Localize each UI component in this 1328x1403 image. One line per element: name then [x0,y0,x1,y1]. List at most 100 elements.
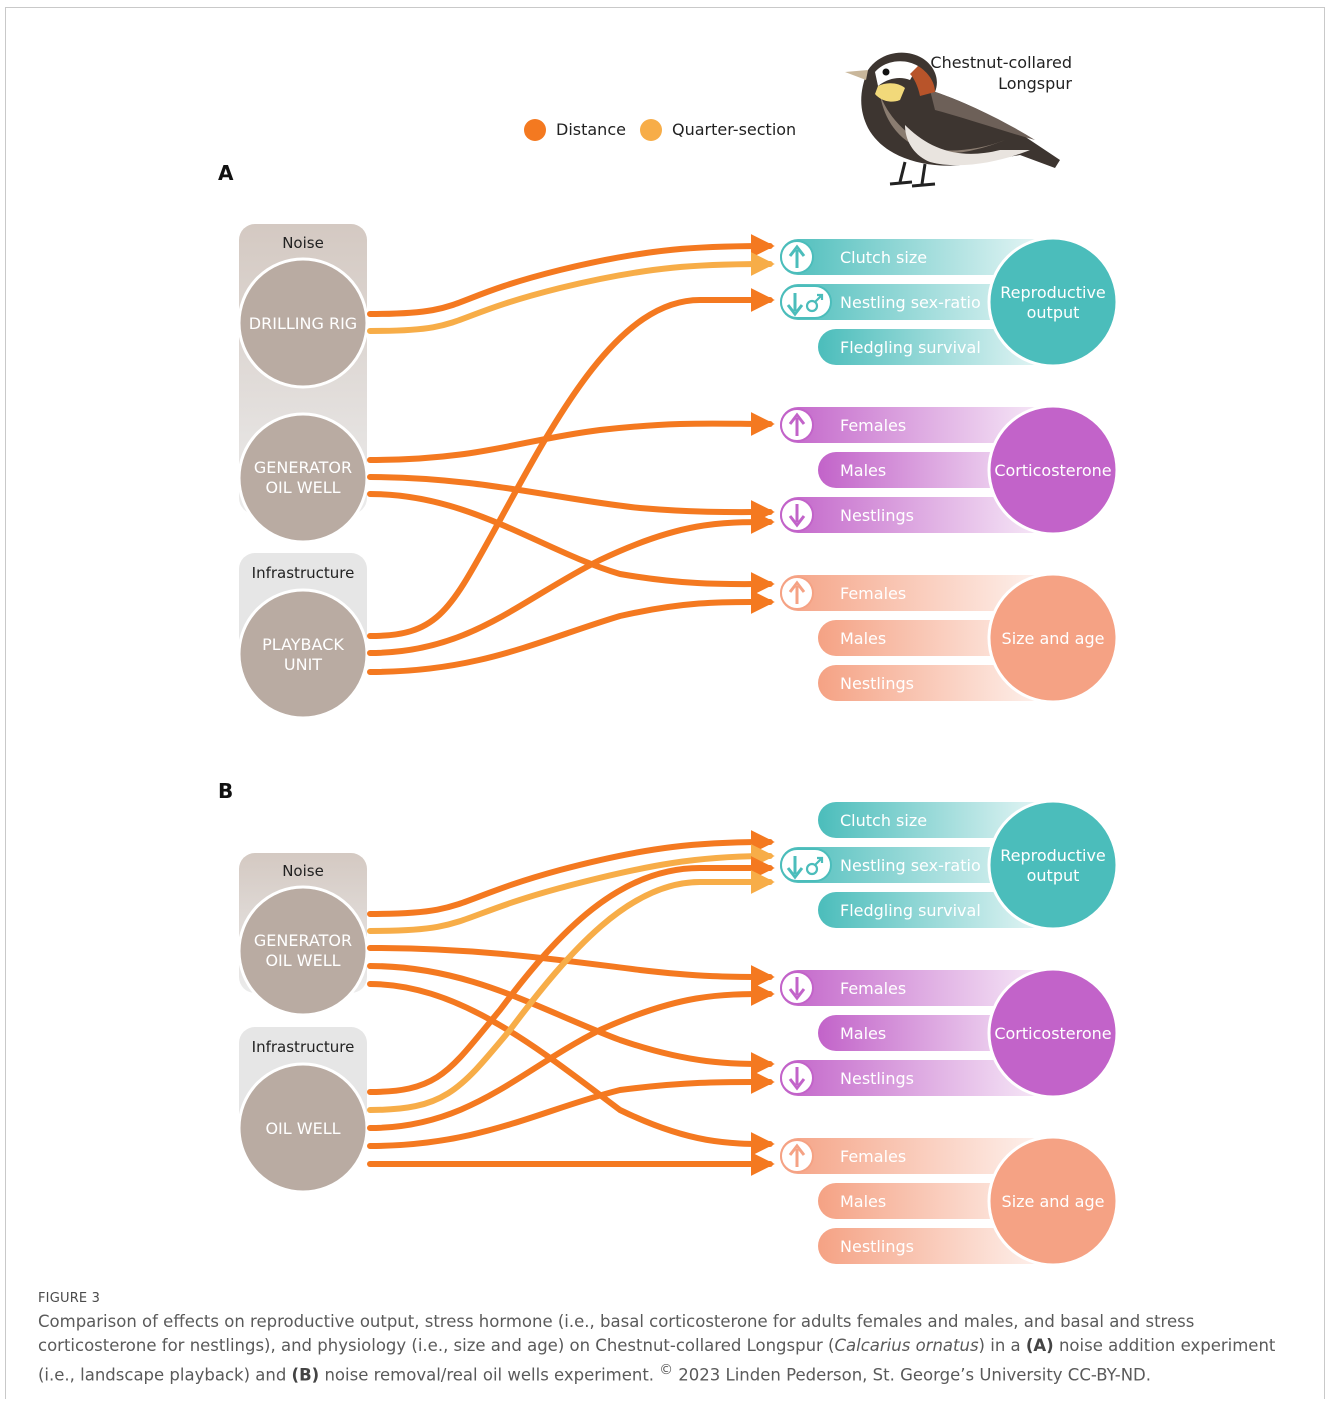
down-arrow-icon [786,293,804,317]
b-item-fledgling-survival [818,892,1050,928]
b-item-clutch-size-label: Clutch size [840,811,927,830]
b-corticosterone-circle [987,967,1119,1099]
panel-a-infrastructure-label: Infrastructure [252,564,355,582]
panel-a-flows [367,234,775,675]
a-item-clutch-size-label: Clutch size [840,248,927,267]
b-size-males-label: Males [840,1192,886,1211]
b-reproductive-output-circle [987,799,1119,931]
caption-a-label: (A) [1025,1336,1054,1355]
a-size-males-label: Males [840,629,886,648]
b-item-fledgling-survival-label: Fledgling survival [840,901,981,920]
panel-a-letter: A [218,161,234,185]
panel-b-generator-label-line2: OIL WELL [265,951,340,970]
a-cort-males-label: Males [840,461,886,480]
up-arrow-icon [788,244,806,268]
b-size-age-title: Size and age [1002,1192,1105,1211]
a-reproductive-title-line1: Reproductive [1000,283,1106,302]
flow-a-drilling-clutch-quarter [367,252,775,334]
flow-a-generator-cort-females [367,411,775,463]
flow-a-playback-cort-nestlings [367,510,775,656]
panel-b-infrastructure-label: Infrastructure [252,1038,355,1056]
panel-b-corticosterone-group: Females Males Nestlings Corticosterone [780,967,1119,1099]
panel-a-generator-oil-well-circle [237,412,369,544]
a-item-fledgling-survival [818,329,1050,365]
panel-a-drilling-rig-label: DRILLING RIG [249,314,357,333]
panel-b-generator-label-line1: GENERATOR [254,931,352,950]
figure-label: FIGURE 3 [38,1291,101,1306]
a-size-females [780,575,1050,611]
flow-a-playback-size-females [367,589,775,675]
legend-quarter-section-swatch [640,119,662,141]
a-item-nestling-sex-ratio [780,284,1050,320]
a-size-nestlings [818,665,1050,701]
caption-species: Calcarius ornatus [834,1336,979,1355]
flow-b-oilwell-cort-nestlings [367,1069,775,1149]
flow-b-generator-clutch-quarter [367,844,775,934]
panel-b-reproductive-group: Clutch size Nestling sex-ratio Fledgling… [780,799,1119,931]
b-sexratio-down-male-icon [780,848,832,882]
bird-label-line1: Chestnut-collared [930,53,1072,72]
caption-copyright-symbol: © [659,1362,674,1378]
panel-a-drilling-rig-circle [237,257,369,389]
b-size-nestlings-label: Nestlings [840,1237,914,1256]
panel-a-corticosterone-group: Females Males Nestlings Corticosterone [780,404,1119,536]
a-size-females-label: Females [840,584,906,603]
b-item-nestling-sex-ratio [780,847,1050,883]
panel-b-size-age-group: Females Males Nestlings Size and age [780,1135,1119,1267]
caption-text-3: noise addition experiment (i.e., landsca… [38,1336,1276,1385]
b-cort-females [780,970,1050,1006]
b-reproductive-title-line2: output [1027,866,1080,885]
b-cort-females-label: Females [840,979,906,998]
a-corticosterone-title: Corticosterone [994,461,1111,480]
b-cort-males-label: Males [840,1024,886,1043]
a-item-nestling-sex-ratio-label: Nestling sex-ratio [840,293,981,312]
legend-distance-swatch [524,119,546,141]
b-reproductive-title-line1: Reproductive [1000,846,1106,865]
legend-distance-label: Distance [556,120,626,139]
b-size-females-label: Females [840,1147,906,1166]
a-item-clutch-size [780,239,1050,275]
b-size-age-circle [987,1135,1119,1267]
a-cort-nestlings [780,497,1050,533]
a-cort-females [780,407,1050,443]
flow-a-drilling-clutch-distance [367,234,775,317]
flow-b-generator-cort-females [367,945,775,989]
flow-a-playback-sexratio [367,288,775,639]
flow-b-oilwell-cort-females [367,982,775,1131]
flow-b-oilwell-sexratio-quarter [367,870,775,1113]
panel-b-noise-label: Noise [282,862,324,880]
flow-a-generator-cort-nestlings [367,474,775,525]
flow-b-generator-cort-nestlings [367,963,775,1076]
panel-a-size-age-group: Females Males Nestlings Size and age [780,572,1119,704]
b-cort-nestlings-label: Nestlings [840,1069,914,1088]
panel-a-generator-label-line1: GENERATOR [254,458,352,477]
panel-a-playback-unit-circle [237,588,369,720]
panel-a-reproductive-group: Clutch size Nestling sex-ratio Fledgling… [780,236,1119,368]
b-corticosterone-title: Corticosterone [994,1024,1111,1043]
legend: Distance Quarter-section [524,119,796,141]
bird-label-line2: Longspur [998,74,1072,93]
a-sexratio-down-male-icon [780,285,832,319]
bird-illustration [845,52,1060,188]
flow-b-generator-clutch-distance [367,830,775,917]
a-cort-females-label: Females [840,416,906,435]
a-reproductive-output-circle [987,236,1119,368]
b-size-females [780,1138,1050,1174]
a-size-nestlings-label: Nestlings [840,674,914,693]
a-reproductive-title-line2: output [1027,303,1080,322]
a-size-age-title: Size and age [1002,629,1105,648]
panel-b-oil-well-label: OIL WELL [265,1119,340,1138]
b-cort-nestlings [780,1060,1050,1096]
a-cort-nestlings-label: Nestlings [840,506,914,525]
caption-text-4: noise removal/real oil wells experiment. [319,1365,660,1385]
panel-b-generator-oil-well-circle [237,885,369,1017]
a-size-age-circle [987,572,1119,704]
flow-a-generator-size-females [367,491,775,597]
panel-a-playback-label-line2: UNIT [284,655,322,674]
figure-caption: Comparison of effects on reproductive ou… [38,1310,1298,1388]
caption-text-5: 2023 Linden Pederson, St. George’s Unive… [673,1365,1151,1385]
panel-a-generator-label-line2: OIL WELL [265,478,340,497]
caption-text-2: ) in a [978,1336,1026,1355]
figure-diagram: Chestnut-collared Longspur Distance Quar… [218,52,1119,1267]
panel-b-flows [367,830,775,1176]
